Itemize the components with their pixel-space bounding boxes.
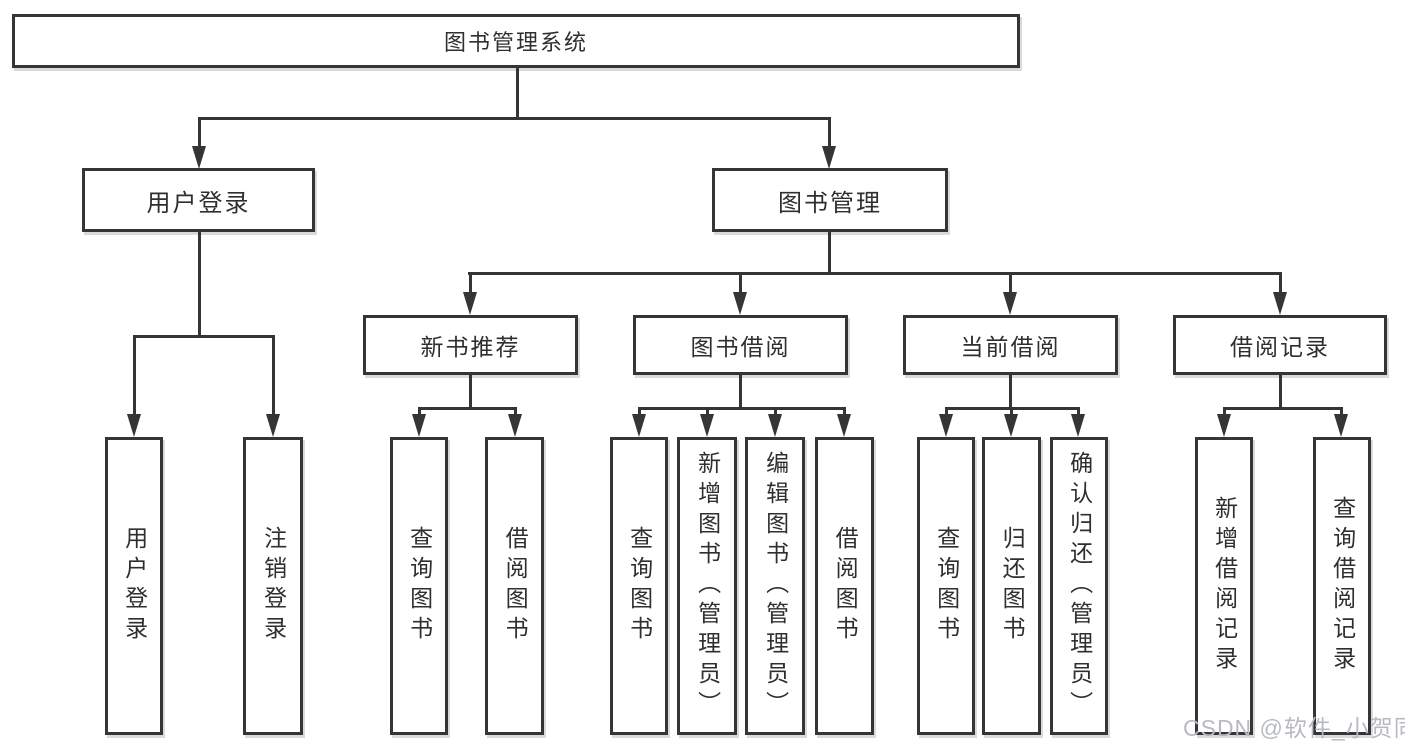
connector-line	[514, 407, 517, 416]
leaf-return-books: 归还图书	[982, 437, 1041, 735]
connector-line	[638, 407, 846, 410]
leaf-confirm-return-admin-label: 确认归还（管理员）	[1066, 451, 1093, 721]
leaf-query-borrow-record: 查询借阅记录	[1313, 437, 1371, 735]
arrowhead-down-icon	[412, 414, 426, 437]
leaf-query-books-3: 查询图书	[917, 437, 975, 735]
leaf-user-login: 用户登录	[105, 437, 163, 735]
arrowhead-down-icon	[1004, 414, 1018, 437]
node-root: 图书管理系统	[12, 14, 1020, 68]
connector-line	[133, 335, 136, 415]
arrowhead-down-icon	[939, 414, 953, 437]
node-current-borrowing-label: 当前借阅	[960, 334, 1061, 360]
connector-line	[469, 375, 472, 410]
arrowhead-down-icon	[1003, 292, 1017, 315]
connector-line	[1340, 407, 1343, 416]
connector-line	[774, 407, 777, 416]
arrowhead-down-icon	[822, 146, 836, 169]
leaf-query-books-3-label: 查询图书	[933, 526, 960, 646]
leaf-query-borrow-record-label: 查询借阅记录	[1329, 496, 1356, 676]
arrowhead-down-icon	[837, 414, 851, 437]
node-new-book-recommend-label: 新书推荐	[420, 334, 521, 360]
arrowhead-down-icon	[127, 414, 141, 437]
connector-line	[418, 407, 517, 410]
arrowhead-down-icon	[508, 414, 522, 437]
arrowhead-down-icon	[266, 414, 280, 437]
leaf-query-books-1: 查询图书	[390, 437, 448, 735]
leaf-user-login-label: 用户登录	[121, 526, 148, 646]
connector-line	[198, 117, 201, 147]
connector-line	[706, 407, 709, 416]
arrowhead-down-icon	[1334, 414, 1348, 437]
arrowhead-down-icon	[768, 414, 782, 437]
connector-line	[468, 272, 1281, 275]
leaf-edit-book-admin-label: 编辑图书（管理员）	[762, 451, 789, 721]
leaf-borrow-books-1: 借阅图书	[485, 437, 544, 735]
connector-line	[828, 117, 831, 147]
node-book-management-label: 图书管理	[778, 189, 882, 217]
arrowhead-down-icon	[1071, 414, 1085, 437]
connector-line	[638, 407, 641, 416]
leaf-logout-label: 注销登录	[260, 526, 287, 646]
connector-line	[1009, 272, 1012, 293]
leaf-query-books-2: 查询图书	[610, 437, 668, 735]
node-user-login-label: 用户登录	[146, 189, 251, 217]
leaf-logout: 注销登录	[243, 437, 303, 735]
leaf-add-book-admin: 新增图书（管理员）	[677, 437, 737, 735]
connector-line	[469, 272, 472, 293]
connector-line	[516, 68, 519, 120]
node-book-management: 图书管理	[712, 168, 948, 232]
node-root-label: 图书管理系统	[443, 30, 588, 55]
connector-line	[1223, 407, 1226, 416]
node-new-book-recommend: 新书推荐	[363, 315, 578, 375]
node-book-borrowing: 图书借阅	[633, 315, 848, 375]
arrowhead-down-icon	[632, 414, 646, 437]
leaf-borrow-books-1-label: 借阅图书	[502, 526, 529, 646]
arrowhead-down-icon	[463, 292, 477, 315]
leaf-add-borrow-record: 新增借阅记录	[1195, 437, 1253, 735]
leaf-edit-book-admin: 编辑图书（管理员）	[745, 437, 805, 735]
connector-line	[1009, 375, 1012, 410]
leaf-return-books-label: 归还图书	[999, 526, 1026, 646]
connector-line	[739, 375, 742, 410]
connector-line	[418, 407, 421, 416]
arrowhead-down-icon	[733, 292, 747, 315]
connector-line	[1279, 375, 1282, 410]
node-current-borrowing: 当前借阅	[903, 315, 1118, 375]
leaf-borrow-books-2-label: 借阅图书	[832, 526, 859, 646]
leaf-add-borrow-record-label: 新增借阅记录	[1211, 496, 1238, 676]
leaf-borrow-books-2: 借阅图书	[815, 437, 874, 735]
connector-line	[1279, 272, 1282, 293]
connector-line	[1010, 407, 1013, 416]
leaf-query-books-1-label: 查询图书	[406, 526, 433, 646]
arrowhead-down-icon	[1273, 292, 1287, 315]
node-book-borrowing-label: 图书借阅	[690, 334, 791, 360]
node-borrowing-records-label: 借阅记录	[1230, 334, 1330, 360]
connector-line	[198, 117, 830, 120]
connector-line	[272, 335, 275, 415]
arrowhead-down-icon	[1217, 414, 1231, 437]
connector-line	[198, 232, 201, 338]
connector-line	[1077, 407, 1080, 416]
connector-line	[739, 272, 742, 293]
leaf-confirm-return-admin: 确认归还（管理员）	[1050, 437, 1108, 735]
connector-line	[1223, 407, 1343, 410]
leaf-add-book-admin-label: 新增图书（管理员）	[694, 451, 721, 721]
connector-line	[828, 232, 831, 275]
connector-line	[843, 407, 846, 416]
node-user-login: 用户登录	[82, 168, 315, 232]
leaf-query-books-2-label: 查询图书	[626, 526, 653, 646]
arrowhead-down-icon	[700, 414, 714, 437]
watermark: CSDN @软件_小贺同学	[1183, 715, 1405, 741]
connector-line	[945, 407, 948, 416]
node-borrowing-records: 借阅记录	[1173, 315, 1387, 375]
connector-line	[133, 335, 275, 338]
arrowhead-down-icon	[192, 146, 206, 169]
